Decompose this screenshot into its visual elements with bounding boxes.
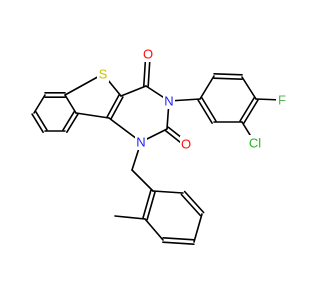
atom-symbol: O (143, 47, 153, 62)
bond-double (201, 97, 217, 122)
bond-double (35, 111, 48, 131)
atom-cl: Cl (246, 135, 264, 151)
atom-label-background (97, 66, 109, 82)
bond-single (144, 218, 164, 241)
atom-o: O (180, 136, 192, 152)
bond-double (62, 111, 75, 131)
bond-single (114, 215, 146, 220)
atom-f: F (276, 92, 288, 108)
atom-label-background (180, 136, 192, 152)
bond-double (162, 241, 195, 245)
atom-label-background (276, 92, 288, 108)
bond-double (66, 113, 79, 133)
atom-s: S (97, 66, 109, 82)
atom-n: N (135, 134, 147, 150)
bond-layer (31, 53, 283, 245)
atom-symbol: S (99, 67, 108, 82)
atom-symbol: N (136, 135, 145, 150)
bond-single (33, 94, 46, 114)
bond-double (239, 97, 255, 122)
bond-single (131, 169, 154, 192)
bond-double (142, 189, 152, 220)
bond-double (146, 190, 156, 221)
bond-double (213, 77, 243, 80)
bond-single (120, 85, 147, 97)
bond-double (243, 99, 259, 124)
bond-single (64, 73, 104, 96)
atom-label-background (142, 46, 154, 62)
bond-double (110, 96, 124, 120)
atom-symbol: Cl (249, 136, 261, 151)
atom-symbol: N (164, 94, 173, 109)
atom-n: N (163, 93, 175, 109)
atom-label-background (135, 134, 147, 150)
molecule-structure-diagram: S O N F Cl O N (31, 46, 288, 245)
bond-double (180, 193, 202, 217)
bond-single (64, 94, 77, 114)
atom-symbol: F (278, 93, 286, 108)
atom-o: O (142, 46, 154, 62)
bond-single (199, 75, 215, 100)
bond-double (197, 99, 213, 124)
atom-label-background (246, 135, 264, 151)
bond-double (162, 237, 195, 241)
bond-double (183, 190, 205, 214)
atom-symbol: O (181, 137, 191, 152)
bond-single (193, 213, 203, 243)
bond-double (106, 94, 120, 118)
bond-single (152, 190, 184, 194)
bond-double (213, 73, 243, 76)
bond-single (75, 112, 110, 119)
atom-label-background (163, 93, 175, 109)
atom-label-layer: S O N F Cl O N (97, 46, 288, 152)
bond-single (241, 76, 257, 100)
bond-double (31, 113, 44, 133)
